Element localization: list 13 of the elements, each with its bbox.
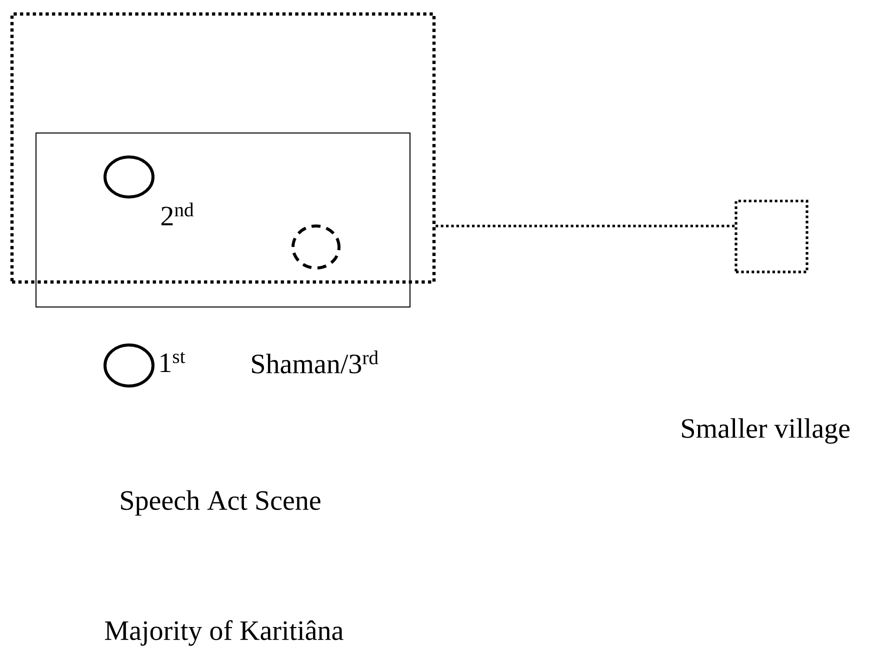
connector-line — [436, 224, 735, 228]
dashed-ring — [292, 224, 340, 270]
label-text: Speech Act Scene — [121, 490, 320, 516]
dotted-square — [734, 200, 808, 274]
label-text: Majority of Karitiâna — [105, 620, 344, 646]
label-text: Shaman/3$^{rd}$ — [252, 350, 378, 374]
label-text: Smaller village — [682, 418, 850, 444]
node-caption: 1$^{st}$ — [160, 352, 186, 372]
dotted-frame — [10, 12, 436, 284]
node-caption: 2$^{nd}$ — [161, 202, 194, 226]
ring-symbol — [104, 344, 154, 388]
ring-symbol — [104, 156, 154, 198]
scene-box — [36, 132, 410, 308]
